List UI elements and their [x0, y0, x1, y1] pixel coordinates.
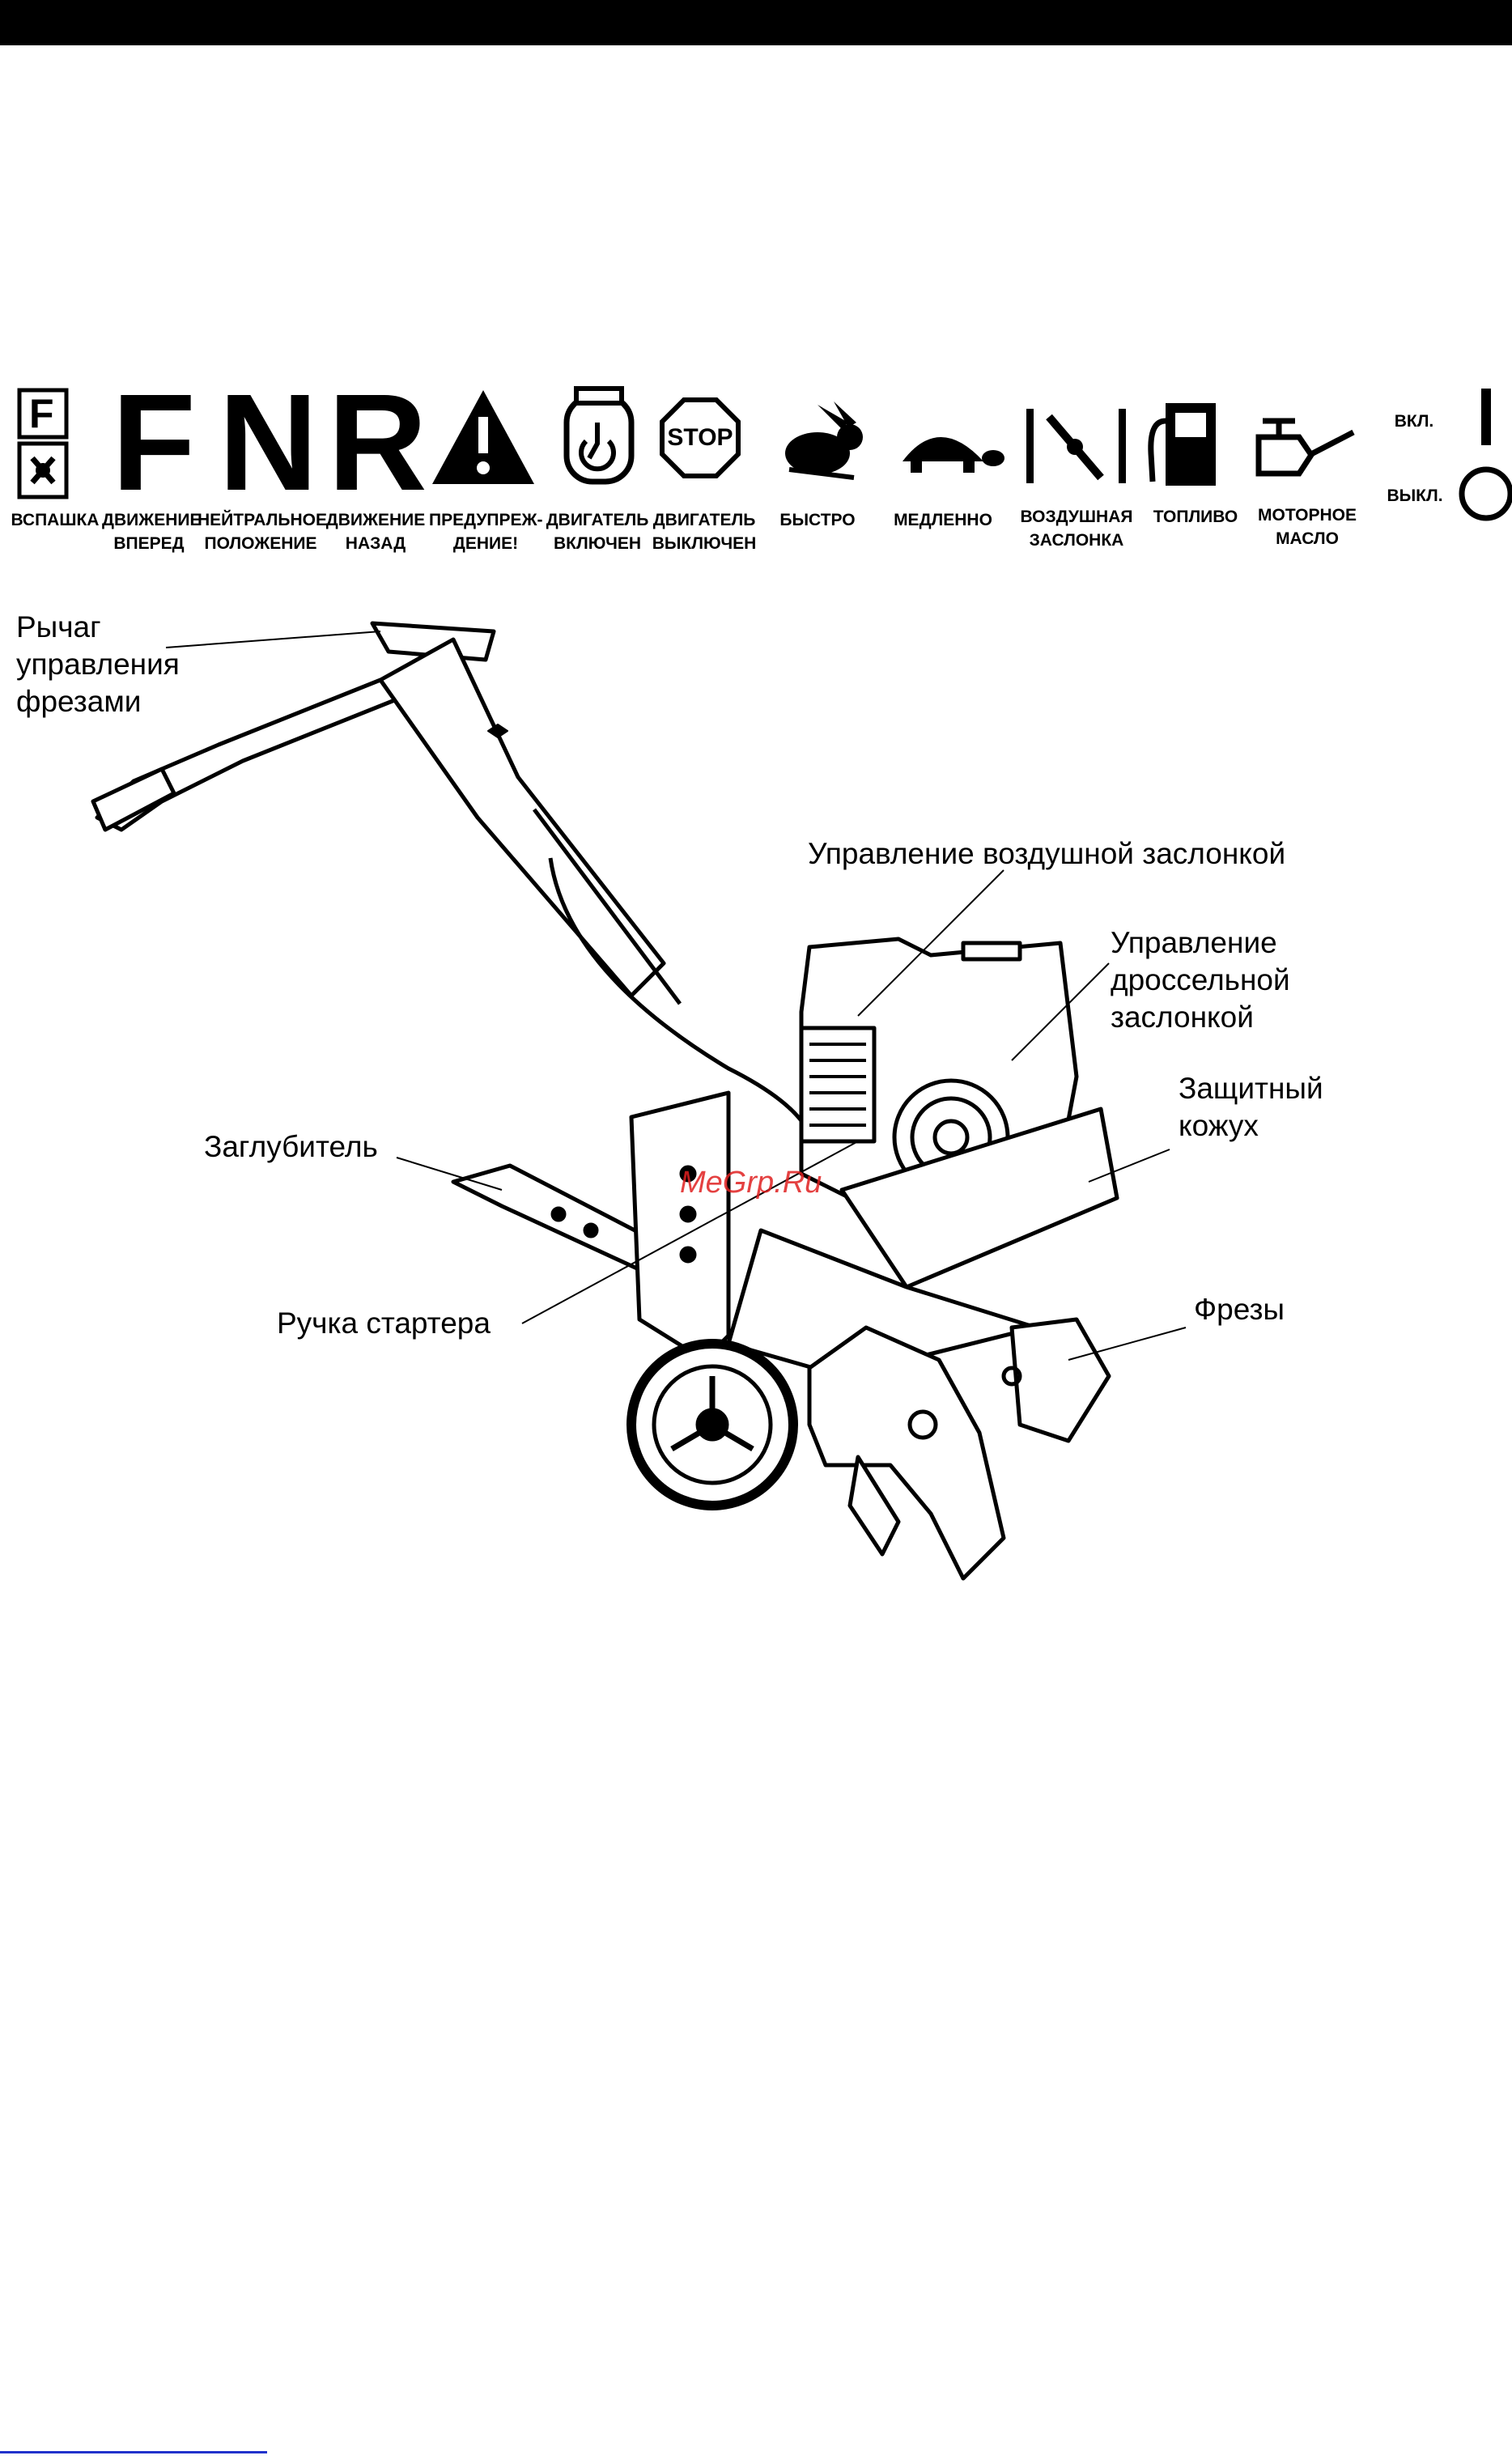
forward-letter-icon: F: [112, 366, 196, 520]
leader-tine-lever: [165, 631, 381, 648]
on-bar-icon: [1481, 389, 1491, 445]
fuel-pump-icon: [1148, 403, 1216, 486]
callout-tines: Фрезы: [1194, 1293, 1285, 1326]
footer-link-line: [0, 2451, 267, 2453]
leader-shield: [1088, 1149, 1170, 1183]
tilling-icon: [17, 388, 69, 499]
label-fast: БЫСТРО: [779, 511, 856, 529]
leader-depth-bar: [396, 1157, 503, 1191]
watermark: MeGrp.Ru: [680, 1166, 822, 1200]
top-black-bar: [0, 0, 1512, 45]
choke-icon: [1026, 409, 1126, 483]
label-tilling: ВСПАШКА: [11, 511, 100, 529]
reverse-letter-icon: R: [328, 366, 427, 520]
label-switch-off: ВЫКЛ.: [1387, 486, 1443, 505]
stop-sign-text: STOP: [667, 424, 733, 451]
label-slow: МЕДЛЕННО: [894, 511, 992, 529]
turtle-icon: [903, 437, 1004, 473]
callout-choke-control: Управление воздушной заслонкой: [808, 837, 1286, 870]
leader-choke: [857, 869, 1004, 1017]
leader-starter: [521, 1141, 859, 1324]
stop-sign-icon: [660, 397, 741, 478]
label-warning: ПРЕДУПРЕЖ-ДЕНИЕ!: [429, 511, 543, 553]
leader-tines: [1068, 1327, 1187, 1361]
label-switch-on: ВКЛ.: [1394, 412, 1434, 431]
tilling-badge-letter: F: [29, 391, 54, 436]
leader-throttle: [1011, 962, 1110, 1061]
rabbit-icon: [785, 401, 863, 480]
oil-can-icon: [1255, 418, 1355, 477]
warning-icon: [432, 390, 534, 484]
engine-on-icon: [563, 386, 635, 485]
off-circle-icon: [1459, 466, 1512, 521]
label-fuel: ТОПЛИВО: [1153, 508, 1238, 526]
callout-starter-handle: Ручка стартера: [277, 1306, 491, 1340]
callout-depth-bar: Заглубитель: [204, 1130, 378, 1163]
neutral-letter-icon: N: [219, 366, 318, 520]
